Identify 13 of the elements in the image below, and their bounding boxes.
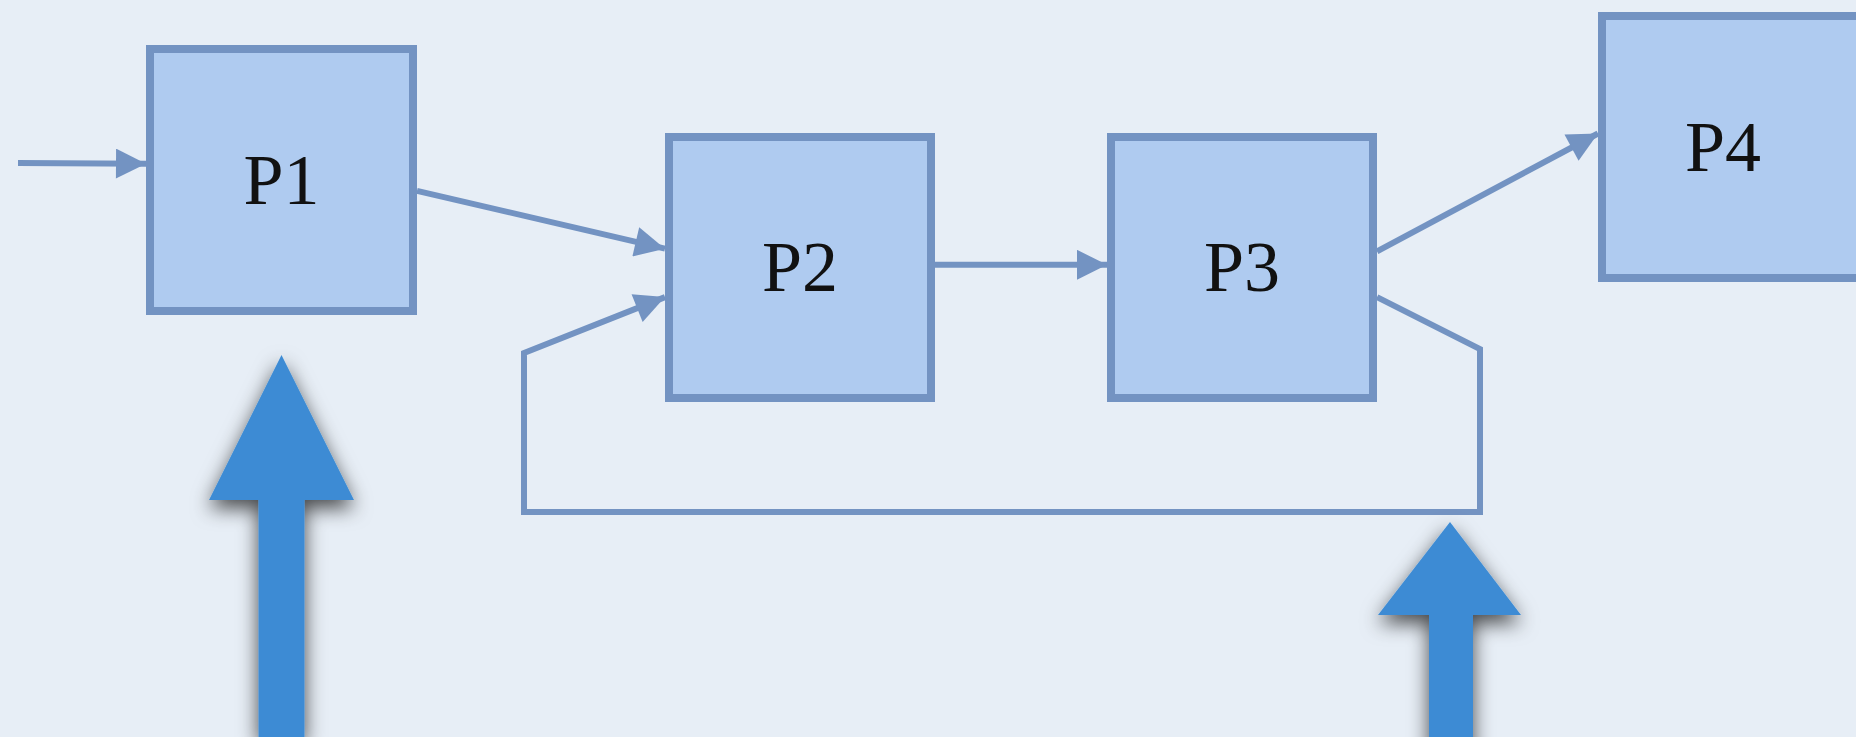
thick-arrow — [209, 355, 354, 737]
process-box — [146, 45, 417, 315]
box-label: P1 — [243, 138, 320, 222]
box-label: P2 — [761, 226, 838, 309]
arrow — [935, 249, 1107, 280]
arrow — [17, 148, 147, 179]
arrow — [416, 187, 666, 257]
process-box — [1107, 133, 1377, 402]
box-label: P3 — [1203, 226, 1280, 309]
process-box — [665, 133, 935, 402]
arrow — [521, 294, 1483, 515]
process-box — [1598, 12, 1856, 282]
box-label: P4 — [1684, 105, 1761, 189]
